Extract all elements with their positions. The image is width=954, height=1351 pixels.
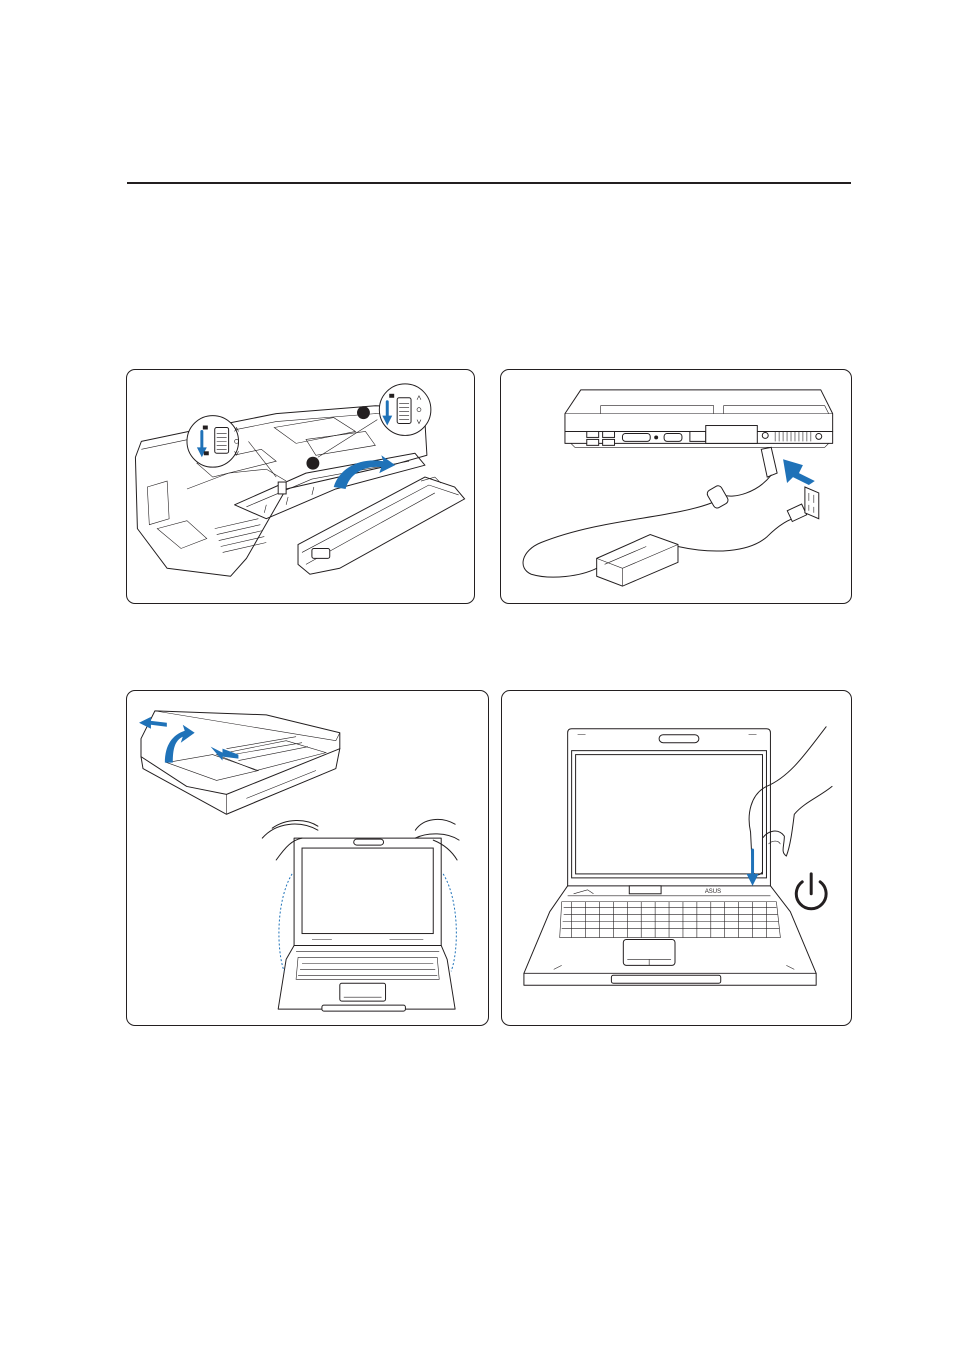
figure-install-battery: [126, 369, 475, 604]
power-adapter-icon: [597, 535, 678, 587]
power-symbol-icon: [796, 874, 826, 909]
battery-lock-switch-icon: [187, 416, 239, 468]
lift-lid-icon: [165, 725, 195, 763]
header-rule: [127, 182, 851, 184]
figure-open-display-panel: [126, 690, 489, 1026]
vent-grille-icon: [215, 519, 267, 553]
step-marker-icon: [357, 406, 370, 419]
laptop-front-icon: ASUS: [502, 691, 851, 1025]
battery-pack-icon: [298, 477, 465, 574]
vent-grille-icon: [775, 431, 811, 441]
insert-arrow-icon: [783, 459, 815, 485]
figure-connect-power-adapter: [500, 369, 852, 604]
laptop-rear-ports-icon: [501, 370, 851, 603]
battery-lock-switch-icon: [379, 384, 431, 436]
laptop-underside-icon: [127, 370, 474, 603]
figure-press-power-button: ASUS: [501, 690, 852, 1026]
brand-label: ASUS: [705, 889, 721, 895]
latch-slide-icon: [139, 717, 238, 761]
step-marker-icon: [306, 457, 319, 470]
laptop-opening-icon: [127, 691, 488, 1025]
wall-outlet-icon: [805, 487, 819, 519]
